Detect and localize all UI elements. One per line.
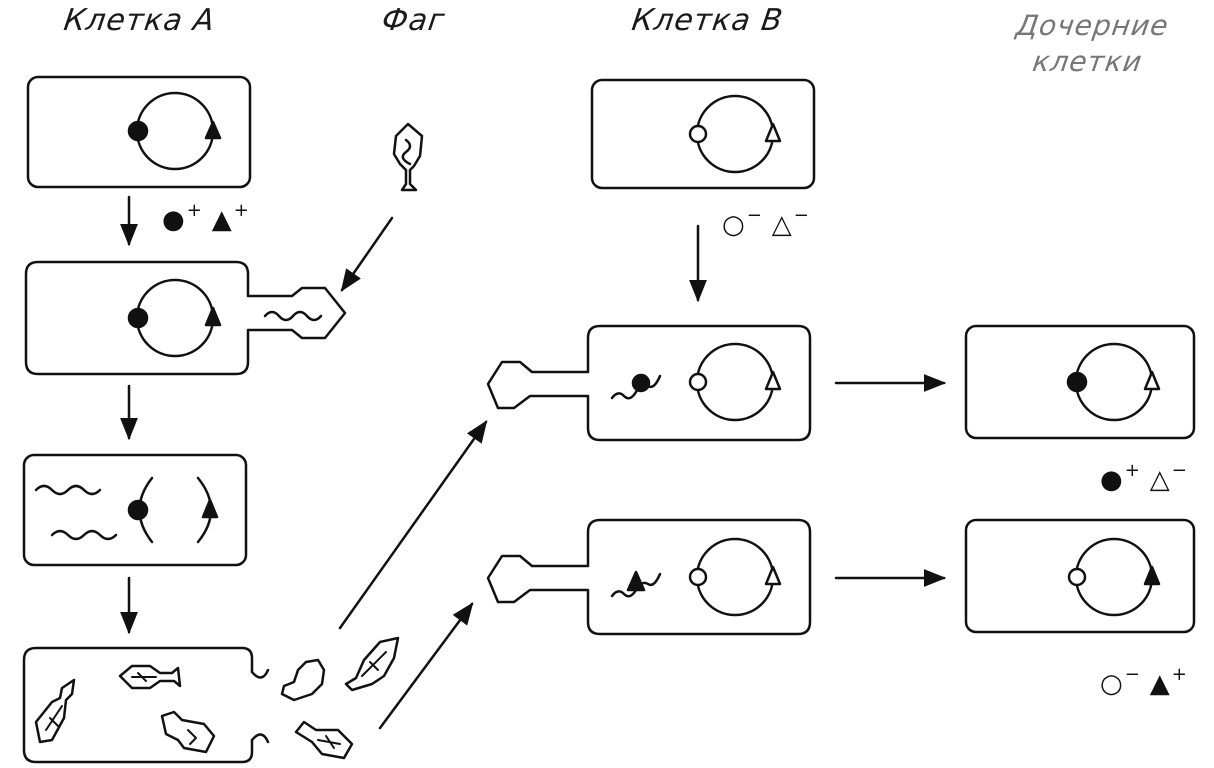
genotype-daughter-2: ○−▲+ [1100, 662, 1197, 697]
released-phage [296, 722, 352, 758]
phage-particle [162, 712, 214, 752]
genotype-cell-a: ●+▲+ [162, 198, 259, 233]
released-phage [346, 638, 398, 690]
header-daughter-line2: клетки [995, 44, 1180, 80]
phage-free [394, 124, 422, 190]
header-phage: Фаг [380, 6, 447, 36]
phage-particle [36, 680, 74, 742]
header-daughter-cells: Дочерние клетки [995, 8, 1185, 80]
phage-dna-wave [265, 312, 321, 320]
header-cell-b: Клетка В [630, 6, 785, 36]
cell-a-stage-4-lysis [24, 648, 268, 762]
released-phage [282, 660, 324, 700]
phage-particle [120, 666, 180, 688]
genotype-cell-b: ○−△− [722, 203, 819, 238]
cell-a-stage-2 [26, 262, 345, 374]
daughter-cell-1 [966, 326, 1194, 438]
arrow-phage-to-b1 [340, 422, 486, 628]
cell-b-recipient [592, 80, 814, 188]
arrow-phage-to-b2 [380, 604, 472, 728]
fragment-dna-wave [36, 486, 100, 494]
genotype-daughter-1: ●+△− [1100, 458, 1197, 493]
cell-a-stage-1 [28, 77, 250, 187]
fragment-dna-wave [52, 531, 116, 539]
header-cell-a: Клетка А [62, 6, 217, 36]
marker-a-dominant [129, 122, 147, 140]
cell-a-stage-3 [24, 455, 246, 565]
cell-b-transduced-1 [488, 326, 810, 440]
cell-b-transduced-2 [488, 520, 810, 634]
arrow-phage-infects-a [342, 218, 392, 290]
daughter-cell-2 [966, 520, 1194, 632]
header-daughter-line1: Дочерние [1000, 8, 1185, 44]
marker-b-dominant [206, 122, 220, 138]
